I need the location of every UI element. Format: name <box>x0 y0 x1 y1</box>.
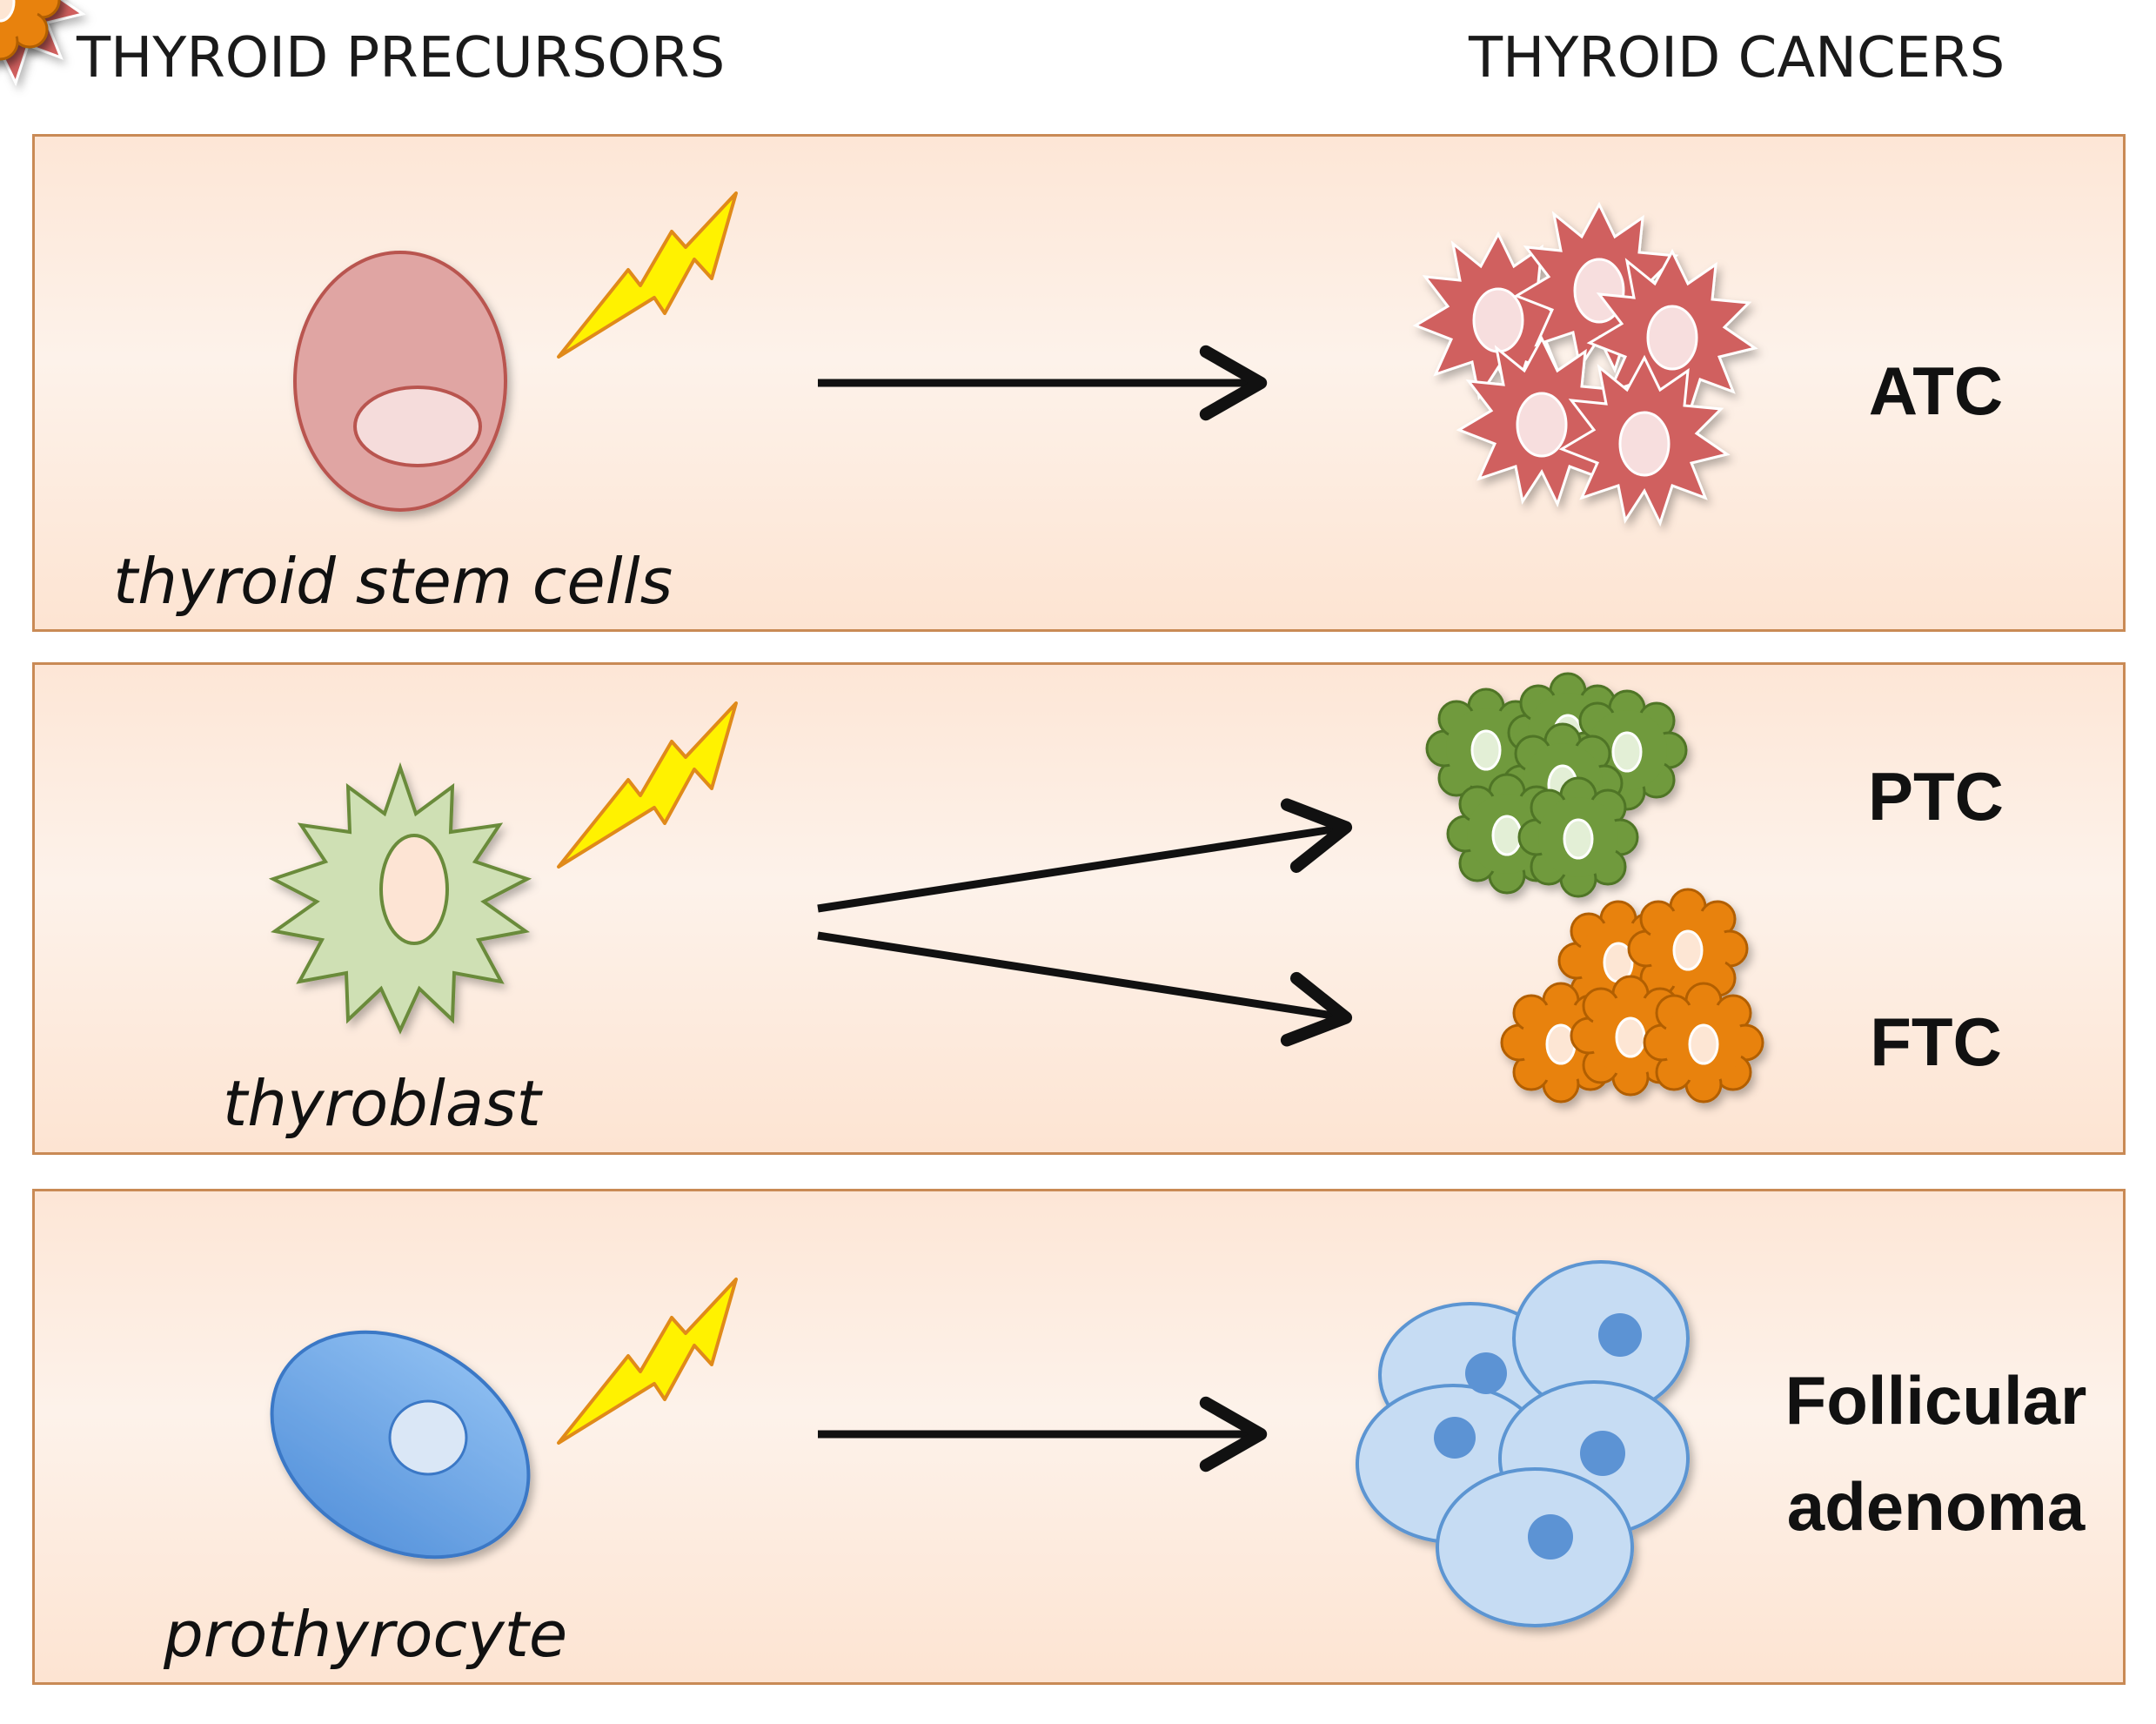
lightning-bolt-icon <box>557 701 738 869</box>
lightning-bolt-icon <box>557 191 738 359</box>
stem-cell-icon <box>293 251 507 512</box>
header-precursors: THYROID PRECURSORS <box>77 26 726 91</box>
cancer-label-adenoma: adenoma <box>1786 1468 2086 1545</box>
adenoma-cell-cluster-icon <box>1356 1260 1690 1627</box>
precursor-label-thyroblast: thyroblast <box>223 1067 541 1140</box>
arrow-to-ptc <box>817 798 1353 913</box>
cancer-label-atc: ATC <box>1868 352 2004 429</box>
header-cancers: THYROID CANCERS <box>1469 26 2005 91</box>
lightning-bolt-icon <box>557 1278 738 1445</box>
cancer-label-ftc: FTC <box>1870 1003 2002 1080</box>
thyroblast-icon <box>268 761 532 1035</box>
precursor-label-prothyrocyte: prothyrocyte <box>164 1598 568 1671</box>
atc-tumor-icon <box>0 0 1757 525</box>
ftc-tumor-icon <box>0 0 1764 1103</box>
ptc-tumor-icon <box>0 0 1688 898</box>
precursor-label-stem-cells: thyroid stem cells <box>113 545 673 618</box>
cancer-label-ptc: PTC <box>1868 758 2004 835</box>
cancer-label-follicular: Follicular <box>1784 1362 2087 1439</box>
prothyrocyte-icon <box>270 1330 531 1560</box>
arrow-to-ftc <box>817 931 1353 1047</box>
